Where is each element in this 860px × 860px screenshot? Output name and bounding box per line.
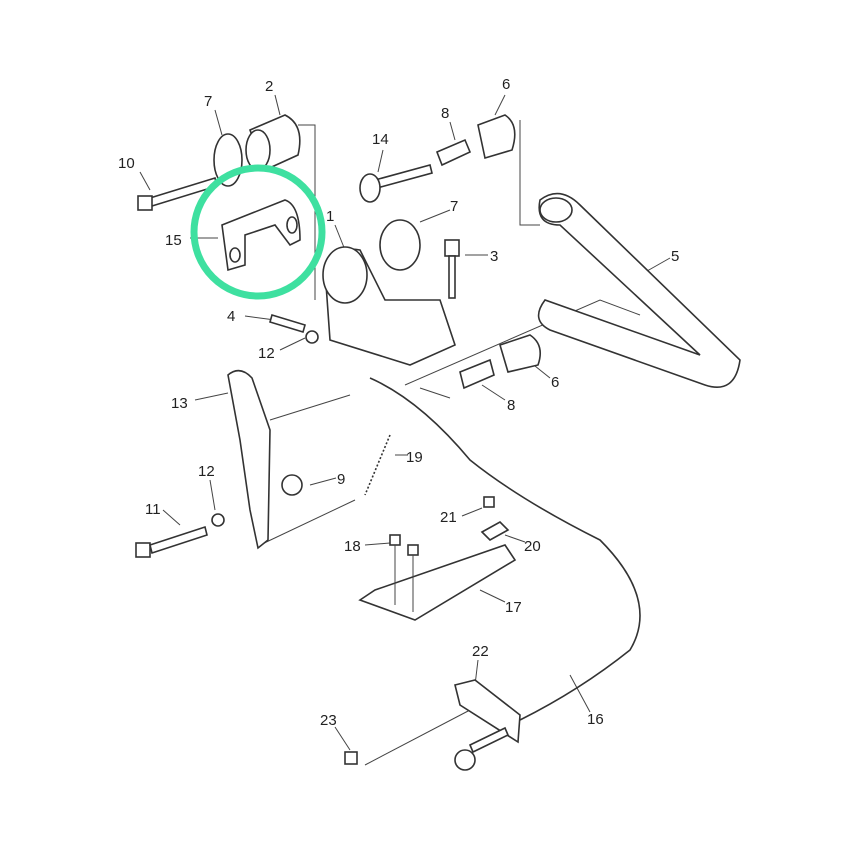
label-7b: 7	[450, 198, 458, 215]
label-16: 16	[587, 711, 604, 728]
part-6-bushing-lower	[499, 334, 541, 373]
label-10: 10	[118, 155, 135, 172]
part-6-bushing	[477, 114, 516, 160]
part-11-bolt	[135, 525, 208, 558]
label-17: 17	[505, 599, 522, 616]
label-23: 23	[320, 712, 337, 729]
label-4: 4	[227, 308, 235, 325]
part-2-bushing	[245, 114, 301, 172]
label-1: 1	[326, 208, 334, 225]
part-12-washer	[305, 330, 319, 344]
part-8-sleeve	[435, 138, 472, 167]
highlight-circle	[190, 164, 326, 300]
label-15: 15	[165, 232, 182, 249]
label-12: 12	[258, 345, 275, 362]
part-4-bolt	[269, 313, 306, 334]
label-19: 19	[406, 449, 423, 466]
label-18: 18	[344, 538, 361, 555]
label-3: 3	[490, 248, 498, 265]
part-7-washer-right	[379, 219, 421, 271]
knob	[454, 726, 510, 771]
part-5-arm	[537, 192, 741, 388]
label-2: 2	[265, 78, 273, 95]
label-12b: 12	[198, 463, 215, 480]
part-9-spring	[281, 474, 303, 496]
part-3-bolt	[444, 239, 460, 299]
part-1-pivot-bracket	[322, 246, 456, 366]
part-15-bracket	[221, 199, 301, 272]
part-17-plate	[358, 544, 517, 621]
label-20: 20	[524, 538, 541, 555]
part-21-screw	[483, 496, 495, 508]
label-14: 14	[372, 131, 389, 148]
part-19-spring	[364, 434, 391, 496]
label-6: 6	[502, 76, 510, 93]
part-13-lever	[227, 369, 271, 550]
label-6b: 6	[551, 374, 559, 391]
label-8: 8	[441, 105, 449, 122]
label-21: 21	[440, 509, 457, 526]
label-7: 7	[204, 93, 212, 110]
leader-lines	[139, 94, 671, 766]
part-8-sleeve-lower	[459, 358, 495, 390]
part-12-washer-lower	[211, 513, 225, 527]
part-14-pin	[359, 164, 433, 203]
part-22-bracket	[454, 679, 521, 744]
label-11: 11	[145, 501, 161, 518]
label-22: 22	[472, 643, 489, 660]
part-16-cable	[369, 377, 641, 721]
label-9: 9	[337, 471, 345, 488]
part-23-screw	[344, 751, 358, 765]
label-8b: 8	[507, 397, 515, 414]
callout-labels: 7 2 10 15 1 14 8 6 7 3 5 4 12 6 8 13 19 …	[118, 76, 679, 729]
label-13: 13	[171, 395, 188, 412]
part-18-screws	[389, 534, 419, 612]
part-20-clip	[480, 521, 510, 541]
label-5: 5	[671, 248, 679, 265]
